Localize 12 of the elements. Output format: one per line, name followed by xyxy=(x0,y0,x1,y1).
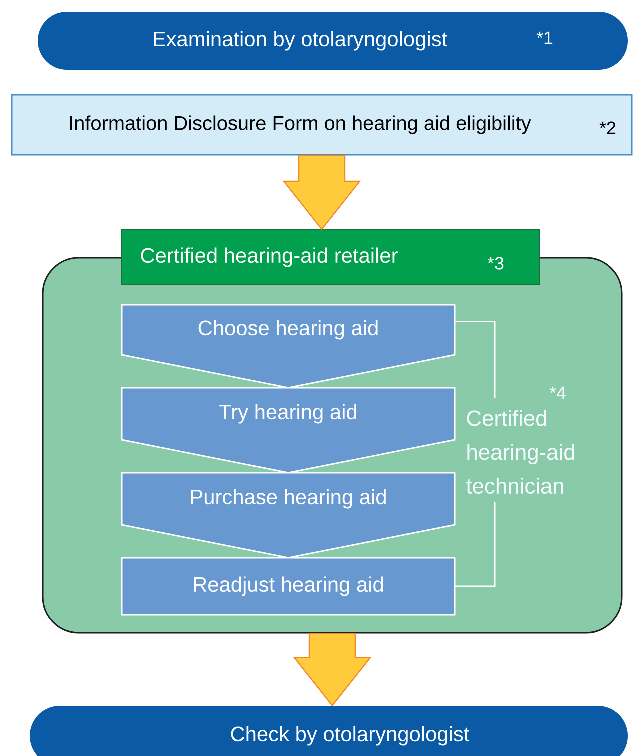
footnote-mark: *3 xyxy=(488,257,504,270)
process-step-box: Try hearing aid xyxy=(121,387,456,474)
pill-box: Check by otolaryngologist xyxy=(30,706,628,756)
block-arrow xyxy=(282,155,362,230)
footnote-mark: *2 xyxy=(600,122,616,134)
role-label: Certified hearing-aid technician xyxy=(466,410,574,494)
footnote-mark: *1 xyxy=(536,32,553,44)
process-step-box: Readjust hearing aid xyxy=(121,557,456,616)
footnote-mark: *4 xyxy=(550,386,566,400)
process-step-box: Choose hearing aid xyxy=(121,304,456,389)
block-arrow xyxy=(293,633,372,707)
process-step-box: Purchase hearing aid xyxy=(121,472,456,559)
